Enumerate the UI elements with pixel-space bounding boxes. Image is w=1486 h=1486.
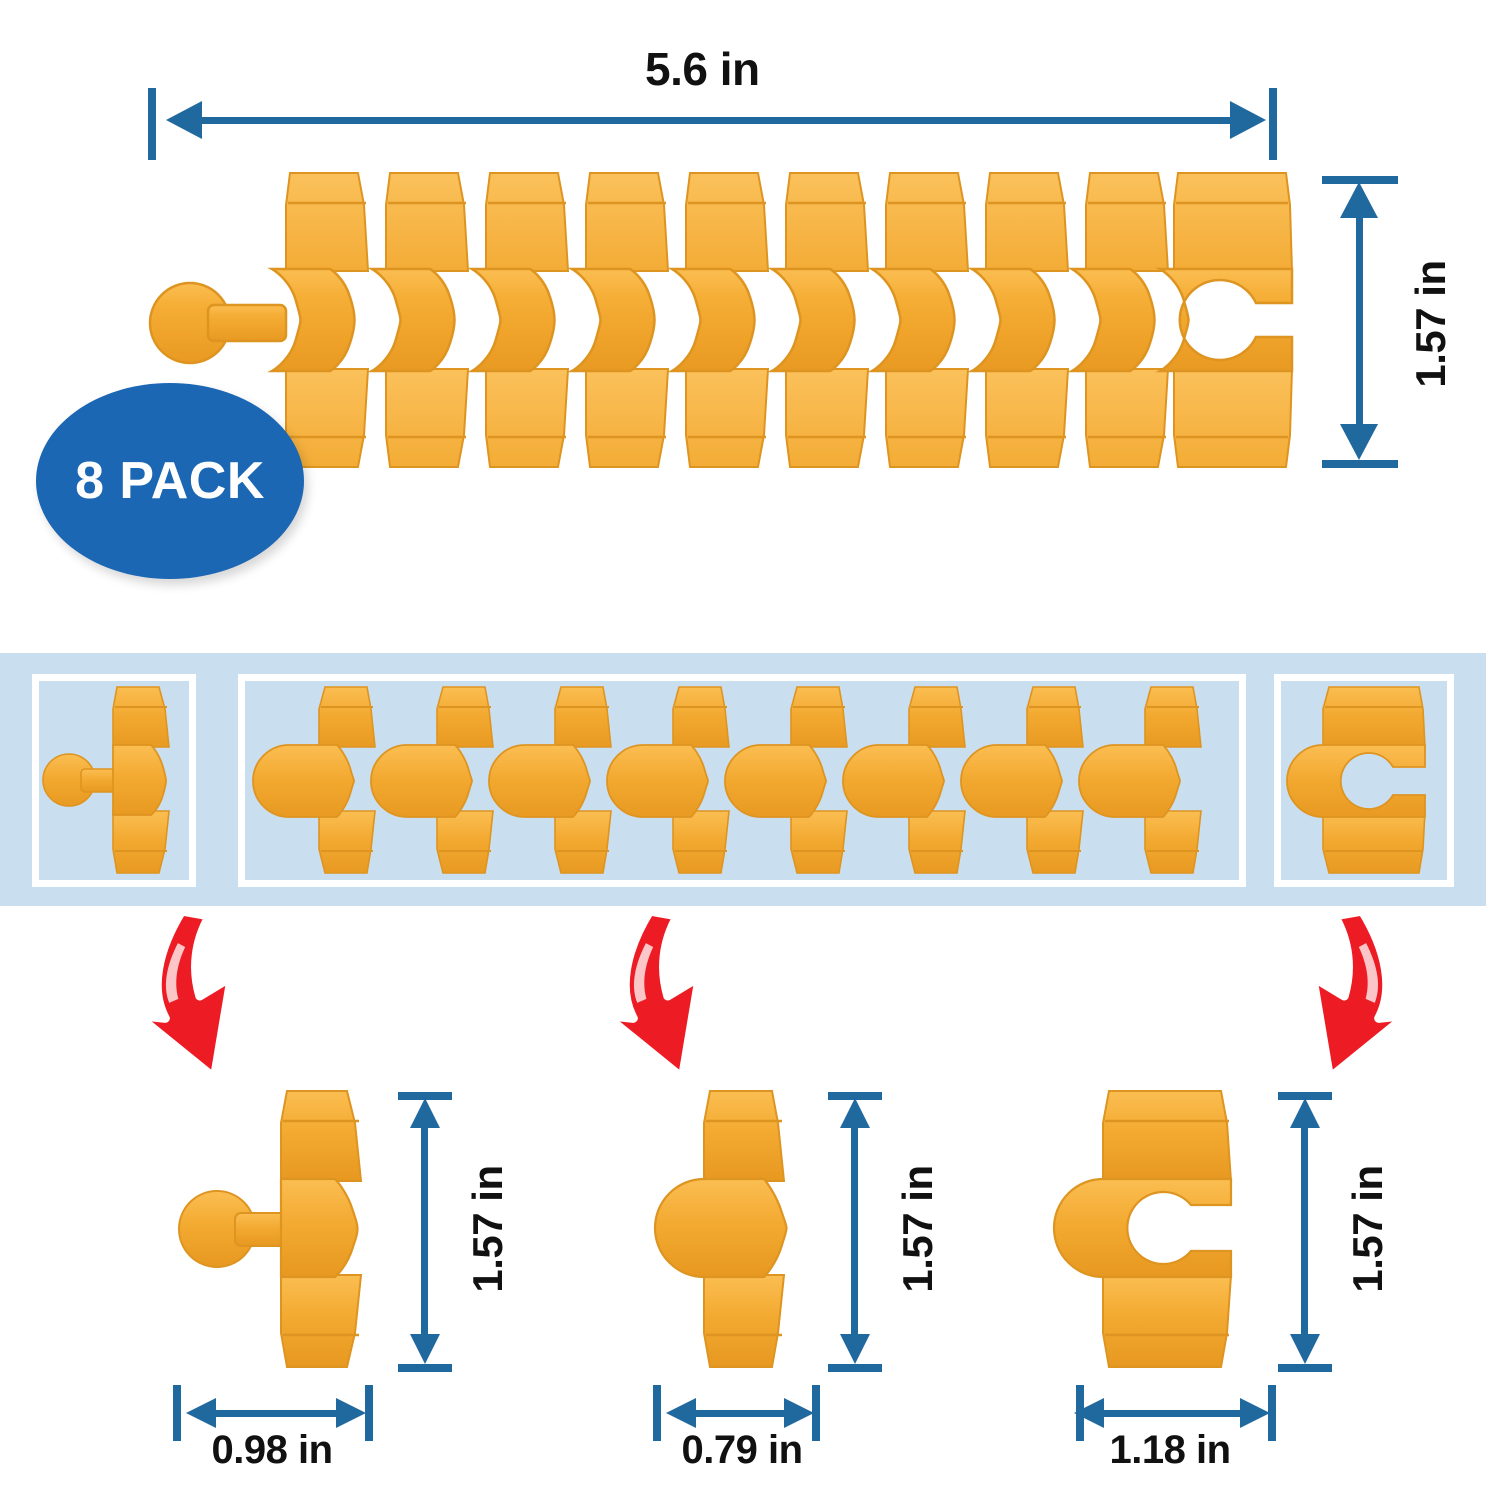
detail1-arrow-right-icon (336, 1398, 366, 1428)
detail2-width-dimension-line (688, 1410, 786, 1417)
detail-middle-piece-illustration (648, 1085, 838, 1375)
end-clip-box (1274, 674, 1454, 887)
detail3-width-tick-right (1268, 1385, 1276, 1441)
detail3-width-label: 1.18 in (1109, 1428, 1231, 1472)
detail1-arrow-left-icon (186, 1398, 216, 1428)
middle-piece-item (606, 686, 730, 874)
height-dimension-line (1356, 200, 1363, 442)
detail3-width-dimension-line (1096, 1410, 1242, 1417)
detail1-width-tick-left (173, 1385, 181, 1441)
width-tick-left (148, 88, 156, 160)
chain-end-clip (1155, 172, 1294, 468)
detail1-arrow-down-icon (410, 1334, 440, 1364)
middle-piece-item (488, 686, 612, 874)
down-arrow-middle (596, 906, 756, 1083)
width-dimension-line (190, 117, 1232, 124)
end-clip-shape (1286, 686, 1426, 874)
down-arrow-left (128, 906, 288, 1083)
detail1-width-tick-right (365, 1385, 373, 1441)
pack-count-label: 8 PACK (75, 452, 265, 510)
height-tick-top (1322, 176, 1398, 184)
pack-count-badge: 8 PACK (36, 383, 304, 579)
detail3-arrow-up-icon (1290, 1098, 1320, 1128)
detail2-width-tick-left (653, 1385, 661, 1441)
width-tick-right (1269, 88, 1277, 160)
width-arrow-left-icon (166, 101, 202, 139)
detail1-height-tick-bottom (398, 1364, 452, 1372)
detail2-height-tick-bottom (828, 1364, 882, 1372)
detail2-height-tick-top (828, 1092, 882, 1100)
detail2-arrow-up-icon (840, 1098, 870, 1128)
detail1-height-tick-top (398, 1092, 452, 1100)
middle-piece-item (252, 686, 376, 874)
assembled-chain-illustration (148, 165, 1310, 475)
start-piece-box (32, 674, 196, 887)
detail3-arrow-right-icon (1240, 1398, 1270, 1428)
detail1-height-dimension-line (421, 1112, 428, 1350)
detail3-height-tick-bottom (1278, 1364, 1332, 1372)
down-arrow-right (1256, 906, 1416, 1083)
middle-piece-item (842, 686, 966, 874)
chain-start-knob (148, 281, 288, 365)
detail2-width-tick-right (812, 1385, 820, 1441)
detail2-width-label: 0.79 in (681, 1428, 803, 1472)
detail3-height-label: 1.57 in (1344, 1165, 1391, 1293)
detail2-height-dimension-line (851, 1112, 858, 1350)
detail3-height-tick-top (1278, 1092, 1332, 1100)
middle-piece-item (724, 686, 848, 874)
assembly-width-label: 5.6 in (645, 43, 760, 95)
detail-end-clip-illustration (1052, 1085, 1285, 1375)
detail1-height-label: 1.57 in (464, 1165, 511, 1293)
detail2-arrow-left-icon (666, 1398, 696, 1428)
detail2-arrow-right-icon (784, 1398, 814, 1428)
height-tick-bottom (1322, 460, 1398, 468)
height-arrow-down-icon (1340, 424, 1378, 460)
detail1-width-dimension-line (208, 1410, 338, 1417)
middle-pieces-box (238, 674, 1246, 887)
middle-piece-item (1078, 686, 1202, 874)
detail1-width-label: 0.98 in (211, 1428, 333, 1472)
height-arrow-up-icon (1340, 182, 1378, 218)
assembly-height-label: 1.57 in (1407, 260, 1454, 388)
width-arrow-right-icon (1230, 101, 1266, 139)
parts-strip (0, 653, 1486, 906)
detail2-height-label: 1.57 in (894, 1165, 941, 1293)
detail2-arrow-down-icon (840, 1334, 870, 1364)
detail3-arrow-left-icon (1074, 1398, 1104, 1428)
start-piece-shape (42, 686, 170, 874)
middle-piece-item (370, 686, 494, 874)
detail3-arrow-down-icon (1290, 1334, 1320, 1364)
detail1-arrow-up-icon (410, 1098, 440, 1128)
detail3-height-dimension-line (1301, 1112, 1308, 1350)
detail-start-piece-illustration (175, 1085, 385, 1375)
middle-piece-item (960, 686, 1084, 874)
